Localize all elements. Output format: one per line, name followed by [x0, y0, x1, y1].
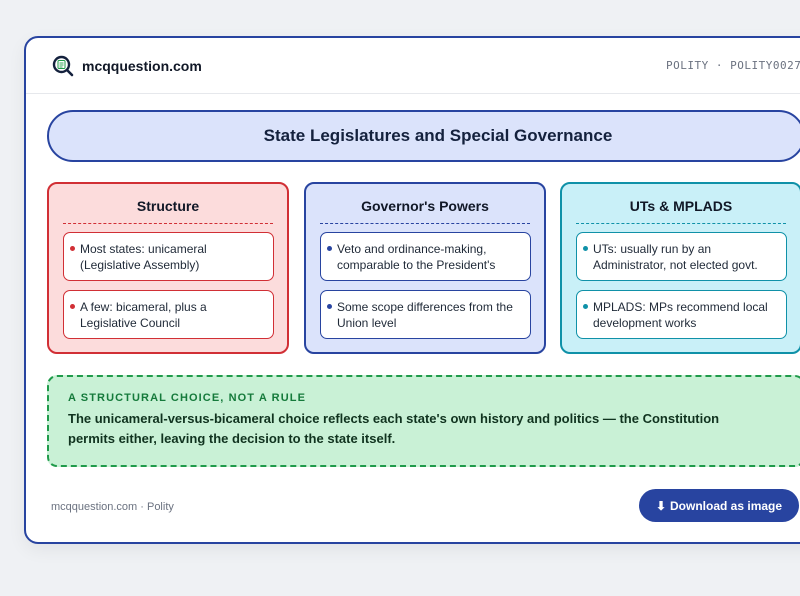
panel-title: Structure	[63, 198, 273, 224]
list-item-text: UTs: usually run by an Administrator, no…	[593, 242, 758, 272]
callout-label: A STRUCTURAL CHOICE, NOT A RULE	[68, 392, 307, 404]
callout-note: A STRUCTURAL CHOICE, NOT A RULE The unic…	[47, 375, 800, 467]
bullet-icon	[583, 304, 588, 309]
bullet-icon	[70, 304, 75, 309]
panel-uts-mplads: UTs & MPLADS UTs: usually run by an Admi…	[560, 182, 800, 354]
list-item: UTs: usually run by an Administrator, no…	[576, 232, 787, 281]
list-item: Veto and ordinance-making, comparable to…	[320, 232, 531, 281]
footer-text: mcqquestion.com · Polity	[51, 501, 174, 513]
list-item-text: Some scope differences from the Union le…	[337, 300, 513, 330]
list-item: MPLADS: MPs recommend local development …	[576, 290, 787, 339]
list-item-text: Veto and ordinance-making, comparable to…	[337, 242, 496, 272]
bullet-icon	[327, 304, 332, 309]
bullet-icon	[583, 246, 588, 251]
card-header: mcqquestion.com POLITY · POLITY0027	[26, 38, 800, 94]
list-item-text: Most states: unicameral (Legislative Ass…	[80, 242, 207, 272]
bullet-icon	[70, 246, 75, 251]
download-button-label: Download as image	[670, 498, 783, 513]
category-tag: POLITY · POLITY0027	[666, 59, 800, 72]
bullet-icon	[327, 246, 332, 251]
list-item: A few: bicameral, plus a Legislative Cou…	[63, 290, 274, 339]
content-card: mcqquestion.com POLITY · POLITY0027 Stat…	[24, 36, 800, 544]
panel-title: Governor's Powers	[320, 198, 530, 224]
list-item: Some scope differences from the Union le…	[320, 290, 531, 339]
download-button[interactable]: ⬇ Download as image	[639, 489, 799, 522]
logo-icon	[52, 55, 74, 77]
list-item: Most states: unicameral (Legislative Ass…	[63, 232, 274, 281]
list-item-text: MPLADS: MPs recommend local development …	[593, 300, 768, 330]
site-name: mcqquestion.com	[82, 58, 202, 74]
panel-governors-powers: Governor's Powers Veto and ordinance-mak…	[304, 182, 546, 354]
callout-text: The unicameral-versus-bicameral choice r…	[68, 411, 720, 446]
panel-title: UTs & MPLADS	[576, 198, 786, 224]
panel-structure: Structure Most states: unicameral (Legis…	[47, 182, 289, 354]
list-item-text: A few: bicameral, plus a Legislative Cou…	[80, 300, 207, 330]
page-title: State Legislatures and Special Governanc…	[47, 110, 800, 162]
download-icon: ⬇	[655, 498, 667, 513]
